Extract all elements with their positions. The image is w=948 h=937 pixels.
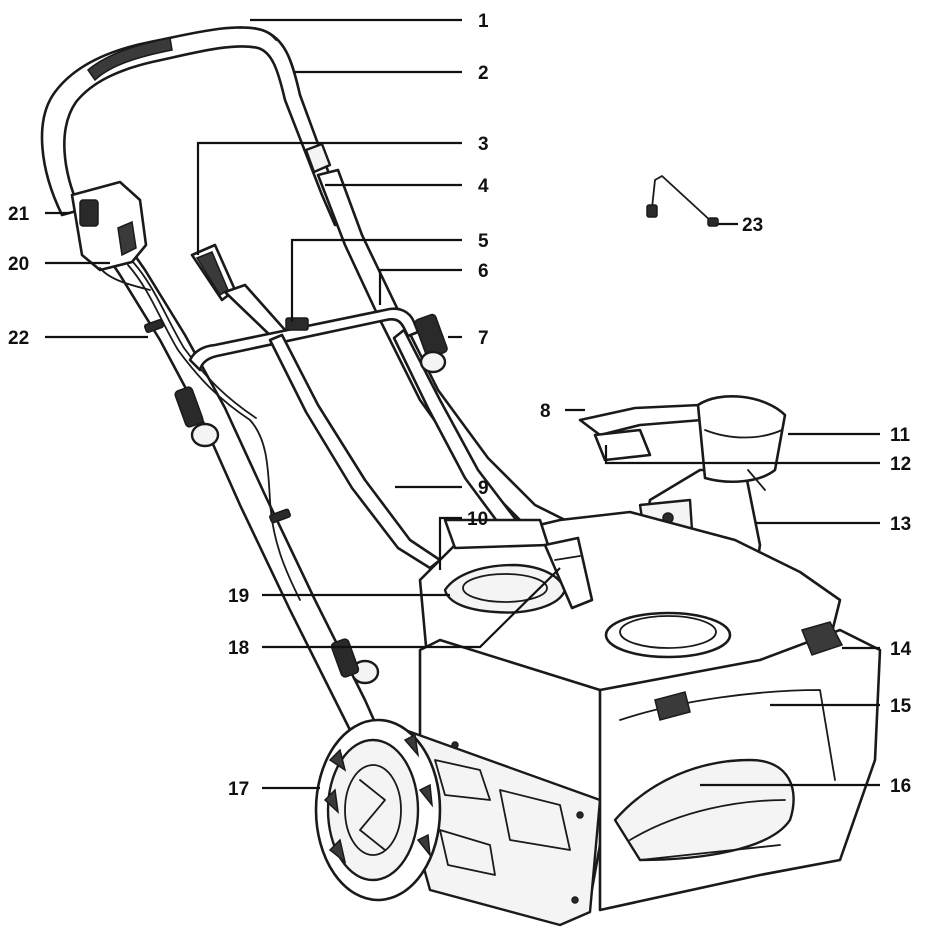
- leader-5: [290, 238, 462, 322]
- callout-label-3: 3: [478, 134, 489, 155]
- leader-6: [378, 268, 462, 305]
- callout-label-4: 4: [478, 176, 489, 197]
- leader-18: [262, 567, 561, 649]
- callout-label-15: 15: [890, 696, 912, 717]
- callout-label-9: 9: [478, 478, 489, 499]
- leader-12: [604, 445, 880, 465]
- callout-label-21: 21: [8, 204, 30, 225]
- leader-3: [196, 141, 462, 255]
- chute-deflector-handle: [578, 403, 704, 462]
- handle-knob-icon: [190, 422, 220, 448]
- housing: [403, 510, 882, 927]
- callout-label-13: 13: [890, 514, 911, 535]
- callout-label-7: 7: [478, 328, 489, 349]
- callout-label-19: 19: [228, 586, 249, 607]
- callout-labels: 1 2 3 4 5 6 7 8 9 10 11 12 13 14 15 16 1…: [8, 11, 912, 800]
- control-switch-box: [70, 180, 151, 291]
- callout-label-12: 12: [890, 454, 911, 475]
- callout-label-20: 20: [8, 254, 29, 275]
- power-button-icon: [79, 199, 99, 227]
- callout-label-10: 10: [467, 509, 488, 530]
- callout-label-23: 23: [742, 215, 763, 236]
- wheel: [314, 718, 442, 902]
- callout-label-8: 8: [540, 401, 551, 422]
- safety-bar: [190, 243, 287, 342]
- callout-label-2: 2: [478, 63, 489, 84]
- callout-label-6: 6: [478, 261, 489, 282]
- callout-label-18: 18: [228, 638, 249, 659]
- leader-lines: [45, 18, 880, 790]
- callout-label-16: 16: [890, 776, 911, 797]
- cable-clip: [269, 508, 291, 524]
- callout-label-17: 17: [228, 779, 249, 800]
- safety-key-icon: [646, 175, 719, 227]
- leader-10: [438, 516, 462, 570]
- callout-label-22: 22: [8, 328, 29, 349]
- callout-label-14: 14: [890, 639, 912, 660]
- power-cord: [127, 264, 301, 601]
- cable-clip: [143, 318, 165, 334]
- callout-label-5: 5: [478, 231, 489, 252]
- callout-label-11: 11: [890, 425, 911, 446]
- callout-label-1: 1: [478, 11, 489, 32]
